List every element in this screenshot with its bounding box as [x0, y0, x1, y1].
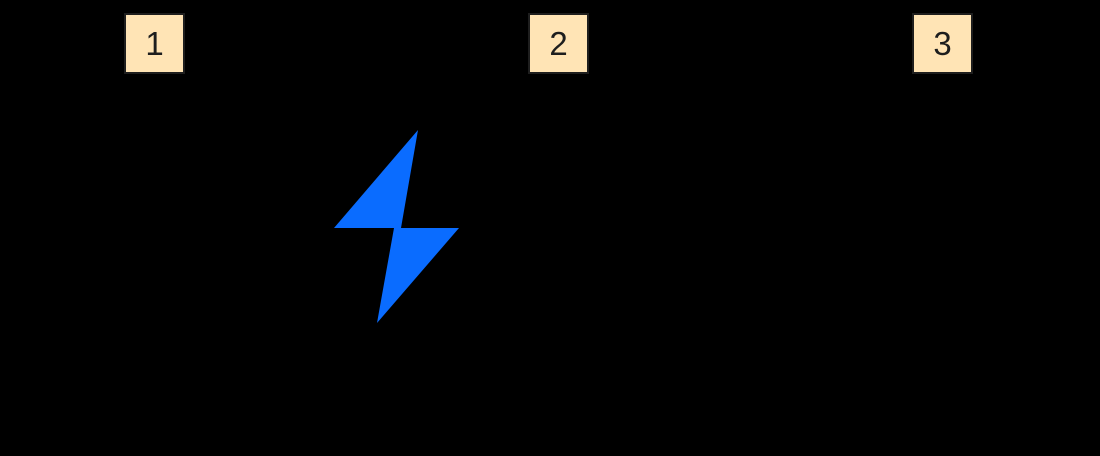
lightning-bolt-shape — [334, 130, 459, 323]
step-marker-3-label: 3 — [933, 25, 952, 62]
lightning-bolt-icon — [334, 130, 459, 323]
step-marker-2: 2 — [528, 13, 589, 74]
step-marker-2-label: 2 — [549, 25, 568, 62]
step-marker-3: 3 — [912, 13, 973, 74]
step-marker-1-label: 1 — [145, 25, 164, 62]
step-marker-1: 1 — [124, 13, 185, 74]
